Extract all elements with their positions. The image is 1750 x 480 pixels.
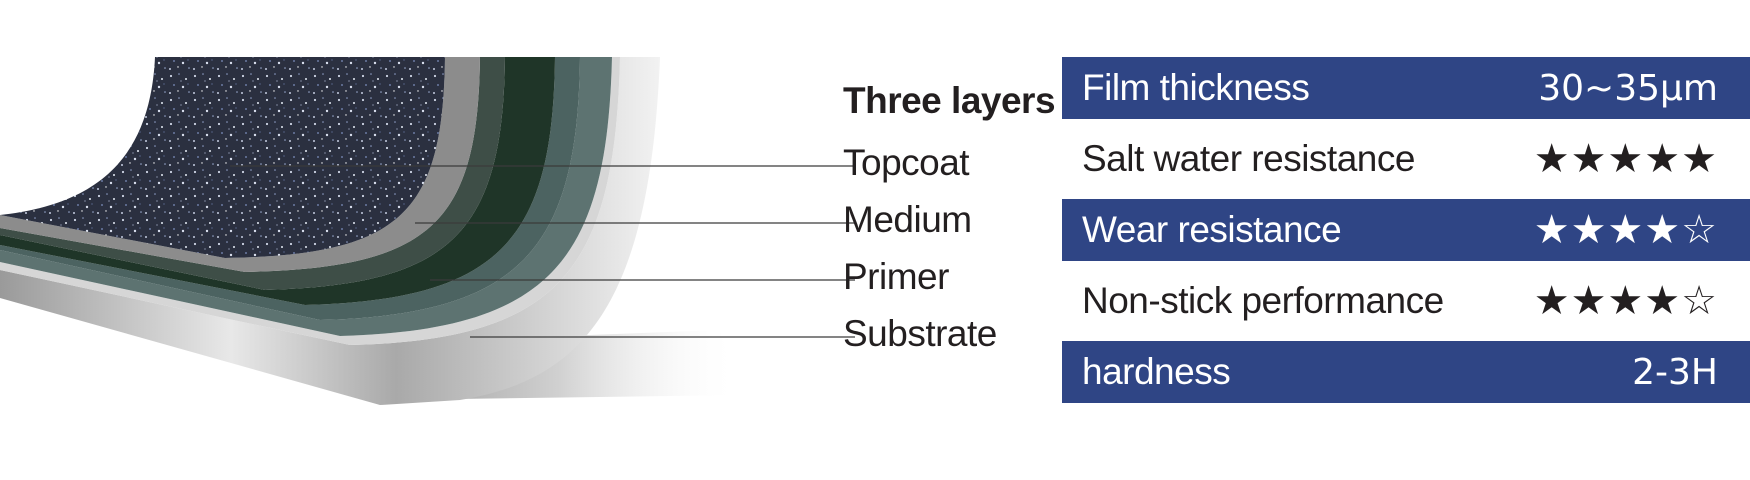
star-rating: ★★★★☆: [1533, 278, 1718, 324]
spec-row-hardness: hardness 2-3H: [1062, 341, 1750, 403]
star-rating: ★★★★☆: [1533, 207, 1718, 253]
spec-name: Film thickness: [1082, 67, 1310, 108]
layer-label-substrate: Substrate: [843, 313, 997, 354]
spec-value: 2-3H: [1632, 351, 1718, 393]
coating-layers-illustration: [0, 57, 855, 405]
spec-row-salt-water-resistance: Salt water resistance ★★★★★: [1062, 128, 1750, 190]
spec-row-film-thickness: Film thickness 30~35μm: [1062, 57, 1750, 119]
spec-row-non-stick-performance: Non-stick performance ★★★★☆: [1062, 270, 1750, 332]
spec-value: 30~35μm: [1538, 67, 1718, 109]
spec-name: Wear resistance: [1082, 209, 1342, 250]
star-rating: ★★★★★: [1533, 136, 1718, 182]
spec-name: Non-stick performance: [1082, 280, 1444, 321]
spec-name: hardness: [1082, 351, 1231, 392]
layers-title: Three layers: [843, 80, 1056, 121]
spec-row-wear-resistance: Wear resistance ★★★★☆: [1062, 199, 1750, 261]
layer-label-primer: Primer: [843, 256, 949, 297]
substrate-layer: [0, 57, 660, 405]
spec-name: Salt water resistance: [1082, 138, 1415, 179]
topcoat-layer: [0, 57, 445, 258]
layer-label-topcoat: Topcoat: [843, 142, 970, 183]
layer-label-medium: Medium: [843, 199, 972, 240]
